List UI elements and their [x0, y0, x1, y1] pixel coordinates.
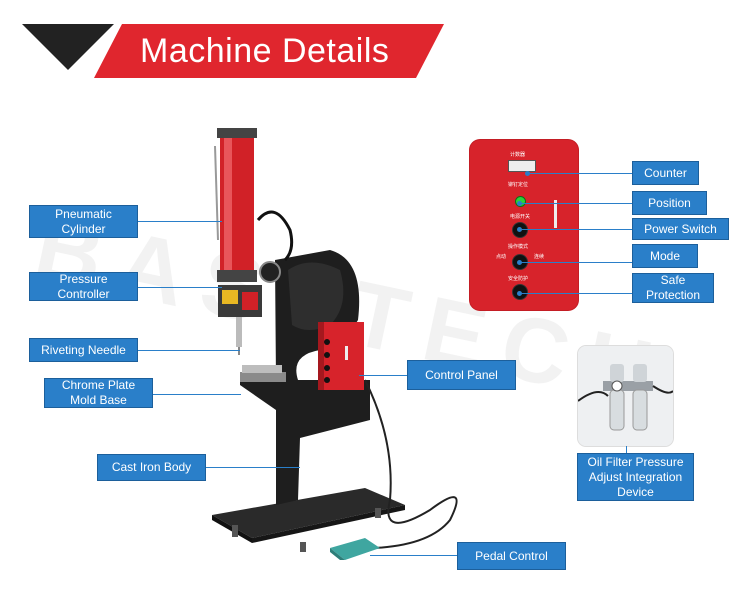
- leader-dot: [517, 291, 522, 296]
- label-pedal-control: Pedal Control: [457, 542, 566, 570]
- label-control-panel: Control Panel: [407, 360, 516, 390]
- panel-position-text: 铆钉定位: [508, 182, 529, 188]
- label-pressure-controller: Pressure Controller: [29, 272, 138, 301]
- leader-line: [520, 229, 632, 230]
- label-cast-iron-body: Cast Iron Body: [97, 454, 206, 481]
- leader-line: [520, 293, 632, 294]
- panel-power-text: 电源开关: [510, 214, 531, 220]
- control-panel-photo: 计数器 铆钉定位 电源开关 操作模式 点动 连续 安全防护: [470, 140, 578, 310]
- leader-line: [520, 262, 632, 263]
- leader-dot: [517, 201, 522, 206]
- riveting-machine-image: [212, 128, 458, 560]
- counter-display: [508, 160, 536, 172]
- label-power-switch: Power Switch: [632, 218, 729, 240]
- panel-handle: [554, 200, 557, 228]
- leader-line: [138, 350, 240, 351]
- leader-line: [153, 394, 241, 395]
- label-chrome-plate-mold-base: Chrome Plate Mold Base: [44, 378, 153, 408]
- label-oil-filter: Oil Filter Pressure Adjust Integration D…: [577, 453, 694, 501]
- label-counter: Counter: [632, 161, 699, 185]
- leader-line: [520, 203, 632, 204]
- oil-filter-photo: [578, 346, 673, 446]
- label-riveting-needle: Riveting Needle: [29, 338, 138, 362]
- leader-line: [138, 287, 222, 288]
- panel-mode-right-text: 连续: [534, 254, 545, 260]
- leader-dot: [517, 260, 522, 265]
- page-title: Machine Details: [140, 32, 390, 70]
- panel-mode-text: 操作模式: [508, 244, 529, 250]
- leader-line: [359, 375, 407, 376]
- label-safe-protection: Safe Protection: [632, 273, 714, 303]
- panel-safe-text: 安全防护: [508, 276, 529, 282]
- label-position: Position: [632, 191, 707, 215]
- leader-dot: [525, 171, 530, 176]
- header-triangle: [22, 24, 114, 70]
- leader-line: [626, 446, 627, 453]
- leader-dot: [517, 227, 522, 232]
- leader-line: [370, 555, 457, 556]
- panel-mode-left-text: 点动: [496, 254, 507, 260]
- label-pneumatic-cylinder: Pneumatic Cylinder: [29, 205, 138, 238]
- leader-line: [528, 173, 632, 174]
- leader-line: [138, 221, 222, 222]
- label-mode: Mode: [632, 244, 698, 268]
- header-banner: [94, 24, 444, 78]
- leader-line: [206, 467, 300, 468]
- panel-counter-text: 计数器: [510, 152, 526, 158]
